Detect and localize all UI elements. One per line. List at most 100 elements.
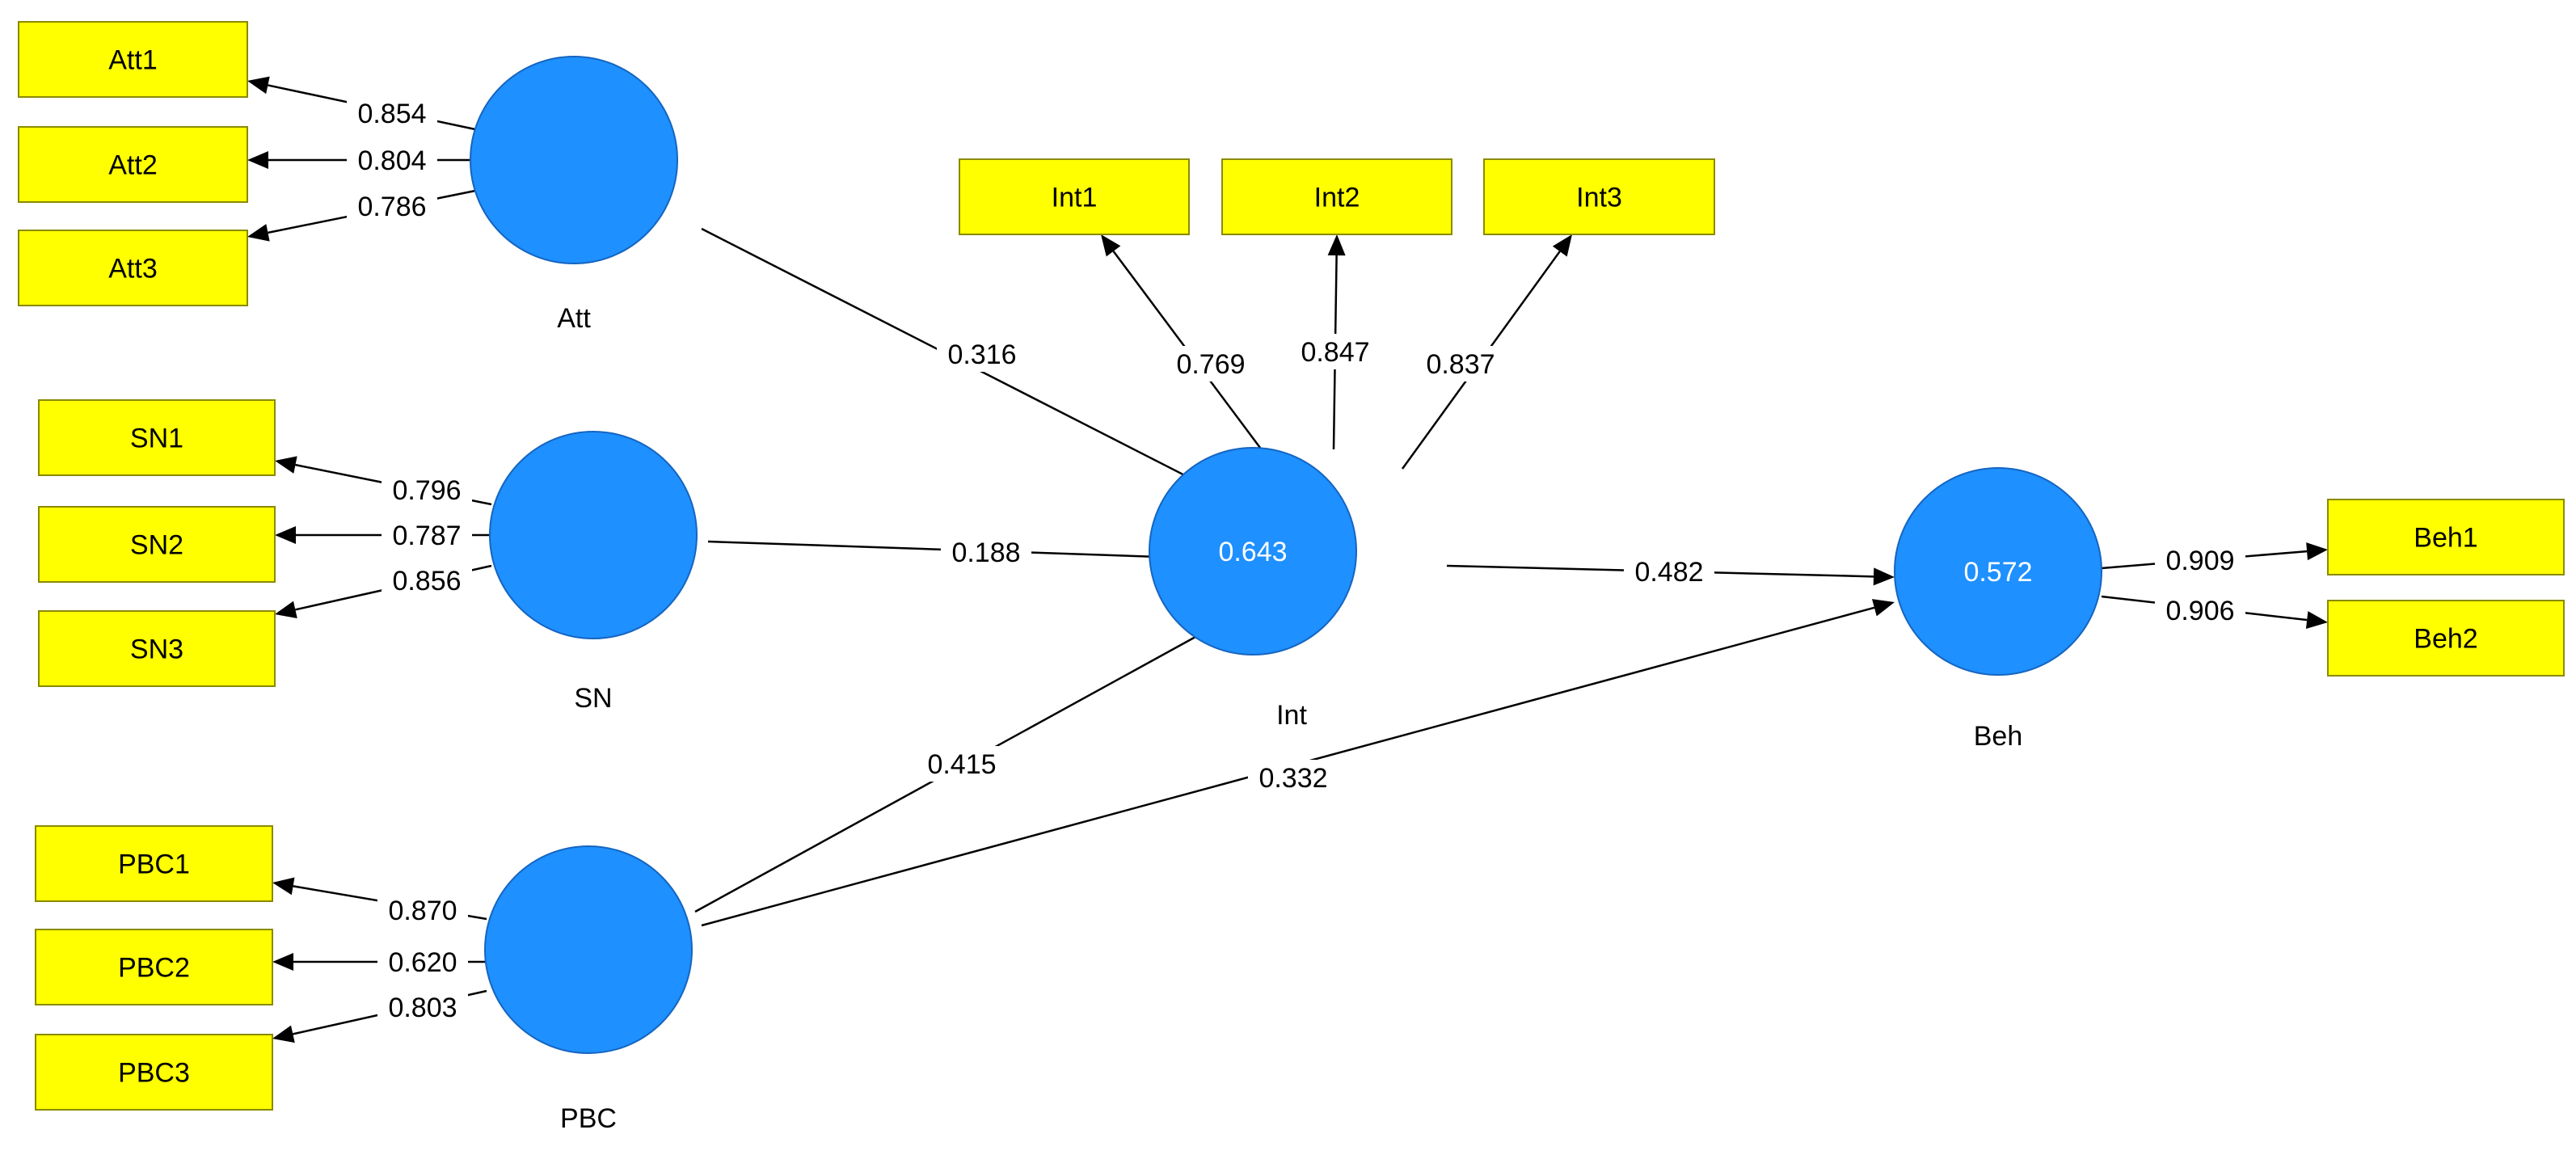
indicator-int1[interactable]: Int1 <box>959 158 1190 235</box>
loading-value-sn-sn1-text: 0.796 <box>392 475 461 506</box>
r-squared-value: 0.643 <box>1218 537 1287 567</box>
indicator-box <box>35 825 273 902</box>
indicator-box <box>959 158 1190 235</box>
indicator-label: PBC2 <box>118 953 190 984</box>
arrowhead-icon <box>275 601 297 619</box>
indicator-label: Int2 <box>1314 183 1360 213</box>
loading-arrow-int-int1 <box>1101 234 1264 452</box>
loading-value-int-int2: 0.847 <box>1290 334 1381 369</box>
construct-sn[interactable]: SN <box>489 431 698 714</box>
construct-label: Att <box>557 303 591 334</box>
indicator-label: SN2 <box>130 530 183 561</box>
loading-value-int-int1: 0.769 <box>1166 346 1256 381</box>
loading-value-sn-sn2-text: 0.787 <box>392 521 461 551</box>
arrowhead-icon <box>272 1025 295 1043</box>
loading-value-att-att2: 0.804 <box>347 142 437 178</box>
arrowhead-icon <box>272 953 293 971</box>
loading-value-int-int1-bg <box>1166 346 1256 381</box>
indicator-int2[interactable]: Int2 <box>1221 158 1452 235</box>
arrowhead-icon <box>275 526 296 544</box>
loading-value-int-int2-bg <box>1290 334 1381 369</box>
loading-value-sn-sn3: 0.856 <box>382 563 472 598</box>
indicator-beh2[interactable]: Beh2 <box>2327 600 2565 677</box>
indicator-label: SN1 <box>130 424 183 454</box>
indicator-box <box>38 399 276 476</box>
loading-value-int-int1-text: 0.769 <box>1176 349 1245 380</box>
indicator-sn1[interactable]: SN1 <box>38 399 276 476</box>
indicator-box <box>38 610 276 687</box>
loading-value-int-int3-text: 0.837 <box>1426 349 1495 380</box>
indicator-label: Beh1 <box>2414 523 2477 554</box>
loading-value-pbc-pbc3-text: 0.803 <box>388 993 457 1023</box>
indicator-att1[interactable]: Att1 <box>18 21 248 98</box>
indicator-att3[interactable]: Att3 <box>18 230 248 306</box>
path-coefficient-pbc-beh: 0.332 <box>1248 760 1339 795</box>
loading-value-pbc-pbc3: 0.803 <box>377 989 468 1025</box>
arrowhead-icon <box>247 151 268 169</box>
indicator-label: Att1 <box>108 45 157 76</box>
loading-value-pbc-pbc2: 0.620 <box>377 944 468 980</box>
construct-circle <box>1149 447 1357 655</box>
loading-value-att-att1: 0.854 <box>347 95 437 131</box>
indicator-box <box>18 21 248 98</box>
construct-label: SN <box>574 683 612 714</box>
indicator-label: Int3 <box>1576 183 1622 213</box>
path-coefficient-pbc-int: 0.415 <box>917 746 1007 782</box>
indicator-pbc1[interactable]: PBC1 <box>35 825 273 902</box>
indicator-box <box>35 929 273 1005</box>
indicator-sn2[interactable]: SN2 <box>38 506 276 583</box>
path-coefficient-pbc-int-bg <box>917 746 1007 782</box>
arrowhead-icon <box>2306 542 2328 561</box>
arrowhead-icon <box>1873 567 1895 586</box>
construct-circle <box>484 845 693 1054</box>
loading-value-pbc-pbc1-bg <box>377 892 468 928</box>
indicator-int3[interactable]: Int3 <box>1483 158 1715 235</box>
indicator-label: PBC3 <box>118 1058 190 1089</box>
arrowhead-icon <box>272 877 295 896</box>
loading-value-beh-beh1-bg <box>2155 542 2245 578</box>
indicator-label: Beh2 <box>2414 624 2477 655</box>
loading-value-att-att1-text: 0.854 <box>357 99 426 129</box>
construct-circle <box>1894 467 2102 676</box>
loading-value-pbc-pbc2-bg <box>377 944 468 980</box>
indicator-beh1[interactable]: Beh1 <box>2327 499 2565 575</box>
loading-value-pbc-pbc1: 0.870 <box>377 892 468 928</box>
construct-label: Beh <box>1974 721 2023 752</box>
path-coefficient-int-beh-text: 0.482 <box>1634 557 1703 588</box>
indicator-box <box>1221 158 1452 235</box>
construct-circle <box>489 431 698 639</box>
path-coefficient-sn-int-text: 0.188 <box>951 537 1020 568</box>
indicator-box <box>18 230 248 306</box>
loading-value-pbc-pbc1-text: 0.870 <box>388 896 457 926</box>
indicator-pbc2[interactable]: PBC2 <box>35 929 273 1005</box>
arrowhead-icon <box>247 224 270 242</box>
indicator-sn3[interactable]: SN3 <box>38 610 276 687</box>
indicator-label: PBC1 <box>118 849 190 880</box>
construct-circle <box>470 56 678 264</box>
path-coefficient-sn-int: 0.188 <box>941 534 1031 570</box>
loading-value-sn-sn3-text: 0.856 <box>392 566 461 596</box>
indicator-label: Att2 <box>108 150 157 181</box>
loading-value-pbc-pbc2-text: 0.620 <box>388 947 457 978</box>
indicator-att2[interactable]: Att2 <box>18 126 248 203</box>
loading-value-att-att2-text: 0.804 <box>357 145 426 176</box>
indicator-box <box>35 1034 273 1111</box>
indicator-label: Att3 <box>108 254 157 285</box>
indicator-label: SN3 <box>130 634 183 665</box>
construct-att[interactable]: Att <box>470 56 678 334</box>
path-coefficient-int-beh-bg <box>1624 554 1714 589</box>
indicator-pbc3[interactable]: PBC3 <box>35 1034 273 1111</box>
indicator-box <box>2327 600 2565 677</box>
loading-value-att-att1-bg <box>347 95 437 131</box>
arrowhead-icon <box>2305 611 2328 629</box>
loading-value-att-att3: 0.786 <box>347 188 437 224</box>
construct-label: Int <box>1276 700 1307 731</box>
loading-value-sn-sn3-bg <box>382 563 472 598</box>
indicator-box <box>2327 499 2565 575</box>
arrowhead-icon <box>1101 234 1121 257</box>
construct-pbc[interactable]: PBC <box>484 845 693 1134</box>
loading-value-beh-beh2-text: 0.906 <box>2165 596 2234 626</box>
